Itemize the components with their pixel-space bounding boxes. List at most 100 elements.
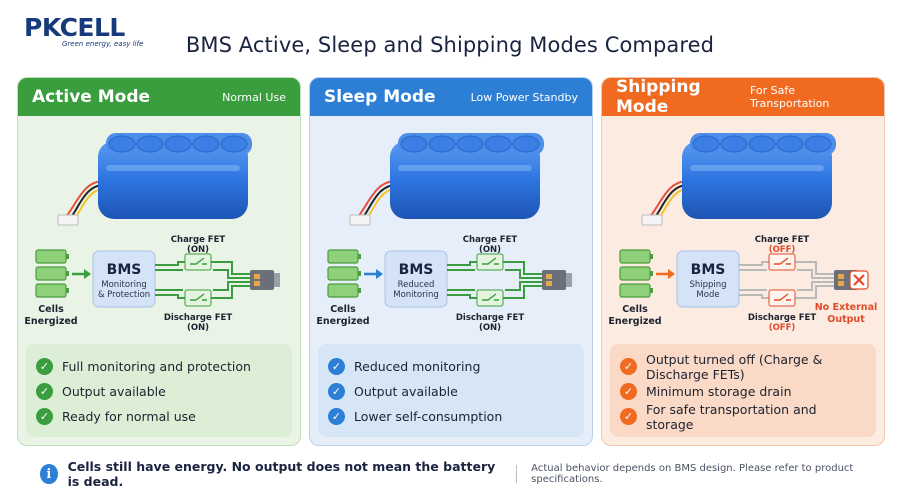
feature-label: Lower self-consumption xyxy=(354,409,503,424)
bms-description: & Protection xyxy=(98,290,150,300)
discharge-fet-label: Discharge FET xyxy=(748,313,816,323)
cell-icon xyxy=(512,135,540,153)
switch-icon xyxy=(190,257,207,265)
cell-icon xyxy=(192,135,220,153)
switch-icon xyxy=(190,293,207,301)
cell-icon xyxy=(108,135,136,153)
battery-pack-graphic xyxy=(349,133,544,226)
info-icon: i xyxy=(40,464,58,484)
no-output-label: No External xyxy=(815,302,878,313)
battery-pack-icon xyxy=(310,121,592,231)
discharge-wire xyxy=(155,281,250,291)
charge-wire xyxy=(739,269,834,279)
feature-item: ✓ Lower self-consumption xyxy=(328,404,574,429)
charge-fet-state: (OFF) xyxy=(769,245,796,255)
cell-icon xyxy=(327,249,359,264)
bms-label: BMS xyxy=(691,262,726,278)
cell-icon xyxy=(136,135,164,153)
bms-diagram-graphic: CellsEnergizedBMSReducedMonitoringCharge… xyxy=(316,235,572,333)
switch-icon xyxy=(774,257,791,265)
feature-label: Ready for normal use xyxy=(62,409,196,424)
discharge-fet-label: Discharge FET xyxy=(164,313,232,323)
battery-plug xyxy=(57,214,79,226)
cells-label: Cells xyxy=(38,304,64,315)
connector-tip xyxy=(566,273,572,287)
bms-label: BMS xyxy=(107,262,142,278)
feature-list: ✓ Reduced monitoring ✓Output available ✓ L… xyxy=(318,344,584,437)
feature-list: ✓ Full monitoring and protection ✓Output … xyxy=(26,344,292,437)
battery-plug xyxy=(641,214,663,226)
brand-name: PKCELL xyxy=(24,14,144,42)
cell-icon xyxy=(35,249,67,264)
feature-label: For safe transportation and storage xyxy=(646,401,817,432)
cell-terminal xyxy=(66,254,69,259)
cells-label: Energized xyxy=(608,316,661,327)
feature-label: Reduced monitoring xyxy=(354,359,481,374)
feature-item: ✓Output available xyxy=(36,379,282,404)
panel-title: Sleep Mode xyxy=(324,87,436,107)
cell-terminal xyxy=(650,254,653,259)
panel-header: Sleep Mode Low Power Standby xyxy=(310,78,592,116)
cell-icon xyxy=(619,283,651,298)
feature-item: ✓ Reduced monitoring xyxy=(328,354,574,379)
panel-subtitle: Normal Use xyxy=(222,90,286,104)
bms-box xyxy=(384,250,448,308)
discharge-fet-state: (ON) xyxy=(479,323,501,333)
flow-arrowhead xyxy=(668,269,675,279)
check-icon: ✓ xyxy=(36,383,53,400)
panel-subtitle: Low Power Standby xyxy=(470,90,578,104)
check-icon: ✓ xyxy=(620,383,637,400)
cell-icon xyxy=(804,135,832,153)
footer-note-bar: i Cells still have energy. No output doe… xyxy=(40,459,880,489)
feature-label: Full monitoring and protection xyxy=(62,359,251,374)
brand-name-part-a: PK xyxy=(24,13,60,42)
panel-subtitle: For Safe Transportation xyxy=(749,84,830,110)
page-title: BMS Active, Sleep and Shipping Modes Com… xyxy=(185,33,715,57)
brand-logo: PKCELL Green energy, easy life xyxy=(24,14,144,54)
switch-icon xyxy=(482,293,499,301)
discharge-wire xyxy=(447,281,542,291)
panel-title: Shipping Mode xyxy=(616,77,701,117)
bms-box xyxy=(676,250,740,308)
charge-fet-label: Charge FET xyxy=(755,235,810,245)
cell-icon xyxy=(327,266,359,281)
discharge-fet-state: (OFF) xyxy=(769,323,796,333)
feature-item: ✓For safe transportation and storage xyxy=(620,401,866,432)
charge-fet-state: (ON) xyxy=(479,245,501,255)
panel-shipping-mode: Shipping Mode For Safe Transportation Ce… xyxy=(601,77,885,446)
connector-pin xyxy=(546,281,552,286)
battery-plug xyxy=(349,214,371,226)
connector-icon xyxy=(542,270,566,290)
cell-icon xyxy=(164,135,192,153)
check-icon: ✓ xyxy=(36,408,53,425)
cell-terminal xyxy=(66,271,69,276)
battery-pack-icon xyxy=(602,121,884,231)
feature-item: ✓Minimum storage drain xyxy=(620,379,866,404)
feature-item: ✓Output turned off (Charge & Discharge F… xyxy=(620,352,866,382)
bms-label: BMS xyxy=(399,262,434,278)
charge-fet-state: (ON) xyxy=(187,245,209,255)
charge-wire xyxy=(447,269,542,279)
battery-body xyxy=(390,141,540,219)
connector-pin xyxy=(546,274,552,279)
panel-header: Shipping Mode For Safe Transportation xyxy=(602,77,884,117)
no-output-label: Output xyxy=(827,314,865,325)
feature-label: Output available xyxy=(354,384,458,399)
cell-terminal xyxy=(66,288,69,293)
cell-icon xyxy=(327,283,359,298)
flow-arrowhead xyxy=(376,269,383,279)
check-icon: ✓ xyxy=(328,358,345,375)
connector-pin xyxy=(254,274,260,279)
bms-description: Monitoring xyxy=(393,290,438,300)
connector-tip xyxy=(274,273,280,287)
check-icon: ✓ xyxy=(328,408,345,425)
battery-shine xyxy=(398,165,532,171)
discharge-fet-state: (ON) xyxy=(187,323,209,333)
brand-name-part-b: CELL xyxy=(59,13,126,42)
feature-item: ✓Output available xyxy=(328,379,574,404)
bms-description: Reduced xyxy=(398,280,435,290)
cell-icon xyxy=(35,283,67,298)
